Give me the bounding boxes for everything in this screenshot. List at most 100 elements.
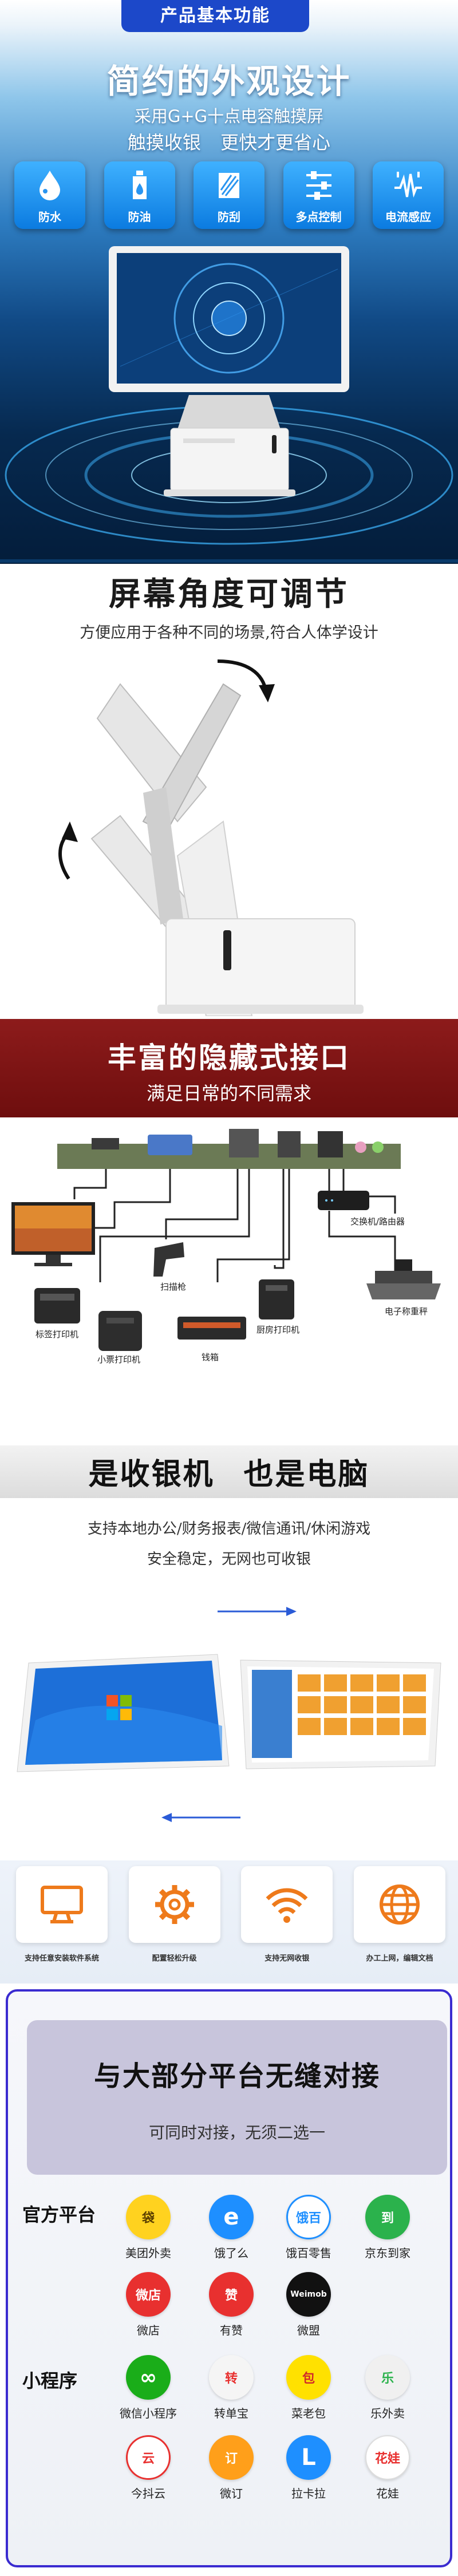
pos-pc-banner: 是收银机 也是电脑 (0, 1445, 458, 1498)
capability-label: 配置轻松升级 (152, 1954, 197, 1963)
switch-router-label: 交换机/路由器 (350, 1216, 405, 1227)
angle-section: 屏幕角度可调节 方便应用于各种不同的场景,符合人体学设计 (0, 564, 458, 1019)
capability-label: 办工上网，编辑文档 (366, 1954, 433, 1963)
interfaces-title: 丰富的隐藏式接口 (108, 1041, 350, 1074)
feature-label: 多点控制 (295, 210, 342, 224)
official-platforms-title: 官方平台 (22, 2204, 96, 2226)
app-label: 京东到家 (365, 2246, 410, 2260)
angle-title: 屏幕角度可调节 (109, 576, 349, 613)
zhuandanbao-icon: 转 (209, 2355, 254, 2400)
weidian-icon: 微店 (126, 2272, 171, 2317)
feature-waterproof: 防水 (14, 161, 85, 229)
pos-pc-section: 是收银机 也是电脑 支持本地办公/财务报表/微信通讯/休闲游戏 安全稳定，无网也… (0, 1445, 458, 1860)
oil-bottle-icon (132, 171, 147, 199)
wifi-icon (266, 1888, 308, 1923)
app-huawa: 花娃 花娃 (356, 2435, 419, 2501)
label-printer-label: 标签打印机 (35, 1329, 79, 1340)
dual-mode-image (17, 1607, 441, 1822)
monitor-icon (41, 1886, 83, 1923)
youzan-icon: 赞 (209, 2272, 254, 2317)
pos-terminal-image (109, 246, 349, 496)
wechat-miniprogram-icon: ∞ (126, 2355, 171, 2400)
hero-subtitle: 采用G+G十点电容触摸屏 (134, 106, 324, 126)
sliders-icon (306, 171, 331, 200)
app-eleme: e 饿了么 (200, 2195, 263, 2261)
feature-label: 电流感应 (385, 210, 431, 224)
capability-item: 配置轻松升级 (123, 1866, 226, 1963)
hero-title: 简约的外观设计 (106, 62, 352, 101)
angle-subtitle: 方便应用于各种不同的场景,符合人体学设计 (80, 624, 378, 642)
feature-label: 防刮 (218, 210, 240, 224)
hero-section: 产品基本功能 简约的外观设计 采用G+G十点电容触摸屏 触摸收银 更快才更省心 … (0, 0, 458, 564)
app-label: 微订 (220, 2487, 243, 2500)
kitchen-printer-label: 厨房打印机 (256, 1325, 300, 1335)
capability-card (353, 1866, 445, 1943)
app-label: 美团外卖 (125, 2246, 171, 2260)
mini-programs-title: 小程序 (22, 2370, 78, 2392)
app-ebai: 饿百 饿百零售 (277, 2195, 340, 2261)
pos-pc-subtitle: 支持本地办公/财务报表/微信通讯/休闲游戏 (87, 1520, 371, 1538)
app-lakala: L 拉卡拉 (277, 2435, 340, 2501)
interfaces-subtitle: 满足日常的不同需求 (146, 1082, 311, 1104)
app-label: 饿了么 (214, 2246, 248, 2260)
app-meituan: 袋 美团外卖 (117, 2195, 180, 2261)
huawa-icon: 花娃 (365, 2435, 410, 2480)
platforms-frame: 与大部分平台无缝对接 可同时对接，无须二选一 官方平台 袋 美团外卖 e 饿了么… (6, 1989, 452, 2567)
water-drop-icon (40, 171, 60, 200)
app-cailaobao: 包 菜老包 (277, 2355, 340, 2421)
eleme-icon: e (209, 2195, 254, 2239)
platforms-subtitle: 可同时对接，无须二选一 (148, 2123, 325, 2142)
capability-card (241, 1866, 333, 1943)
platforms-section: 与大部分平台无缝对接 可同时对接，无须二选一 官方平台 袋 美团外卖 e 饿了么… (0, 1984, 458, 2576)
scratch-icon (219, 173, 239, 198)
app-label: 菜老包 (291, 2407, 326, 2420)
capability-item: 办工上网，编辑文档 (348, 1866, 451, 1963)
feature-multitouch: 多点控制 (283, 161, 354, 229)
app-label: 微信小程序 (120, 2407, 177, 2420)
meituan-kangaroo-icon: 袋 (126, 2195, 171, 2239)
jddj-icon: 到 (365, 2195, 410, 2239)
pos-pc-title: 是收银机 也是电脑 (88, 1457, 370, 1492)
capability-card (128, 1866, 220, 1943)
app-wechat-miniprogram: ∞ 微信小程序 (117, 2355, 180, 2421)
interfaces-banner: 丰富的隐藏式接口 满足日常的不同需求 (0, 1019, 458, 1117)
gear-icon (155, 1885, 194, 1924)
app-jddj: 到 京东到家 (356, 2195, 419, 2261)
feature-icons-row: 防水 防油 防刮 多点控制 电流感应 (14, 161, 444, 229)
feature-label: 防油 (128, 210, 151, 224)
capability-item: 支持无网收银 (235, 1866, 338, 1963)
cash-drawer-label: 钱箱 (202, 1352, 219, 1362)
feature-scratchproof: 防刮 (194, 161, 264, 229)
app-label: 今抖云 (131, 2487, 165, 2500)
weiding-icon: 订 (209, 2435, 254, 2480)
ebai-icon: 饿百 (286, 2195, 331, 2239)
scanner-label: 扫描枪 (160, 1282, 187, 1292)
jindouyun-icon: 云 (126, 2435, 171, 2480)
app-jindouyun: 云 今抖云 (117, 2435, 180, 2501)
app-weiding: 订 微订 (200, 2435, 263, 2501)
pos-pc-note: 安全稳定，无网也可收银 (147, 1551, 311, 1568)
capability-item: 支持任意安装软件系统 (10, 1866, 113, 1963)
app-weidian: 微店 微店 (117, 2272, 180, 2338)
app-label: 拉卡拉 (291, 2487, 326, 2500)
capability-label: 支持无网收银 (264, 1954, 310, 1963)
hero-slogan: 触摸收银 更快才更省心 (127, 132, 331, 153)
capability-card (16, 1866, 108, 1943)
app-label: 微店 (137, 2324, 160, 2337)
lakala-icon: L (286, 2435, 331, 2480)
current-sensor-icon (394, 172, 422, 198)
app-youzan: 赞 有赞 (200, 2272, 263, 2338)
app-label: 转单宝 (214, 2407, 248, 2420)
platforms-header: 与大部分平台无缝对接 可同时对接，无须二选一 (27, 2020, 447, 2175)
app-label: 有赞 (220, 2324, 243, 2337)
scale-label: 电子称重秤 (385, 1306, 428, 1317)
interfaces-section: 丰富的隐藏式接口 满足日常的不同需求 (0, 1019, 458, 1445)
capabilities-section: 支持任意安装软件系统 配置轻松升级 支持无网收银 办工上网，编辑文档 (0, 1860, 458, 1984)
ticket-printer-label: 小票打印机 (97, 1354, 141, 1365)
app-label: 饿百零售 (286, 2246, 331, 2260)
capability-label: 支持任意安装软件系统 (24, 1954, 99, 1963)
lewaimai-icon: 乐 (365, 2355, 410, 2400)
globe-icon (379, 1884, 420, 1925)
app-weimob: Weimob 微盟 (277, 2272, 340, 2338)
feature-label: 防水 (38, 210, 61, 224)
